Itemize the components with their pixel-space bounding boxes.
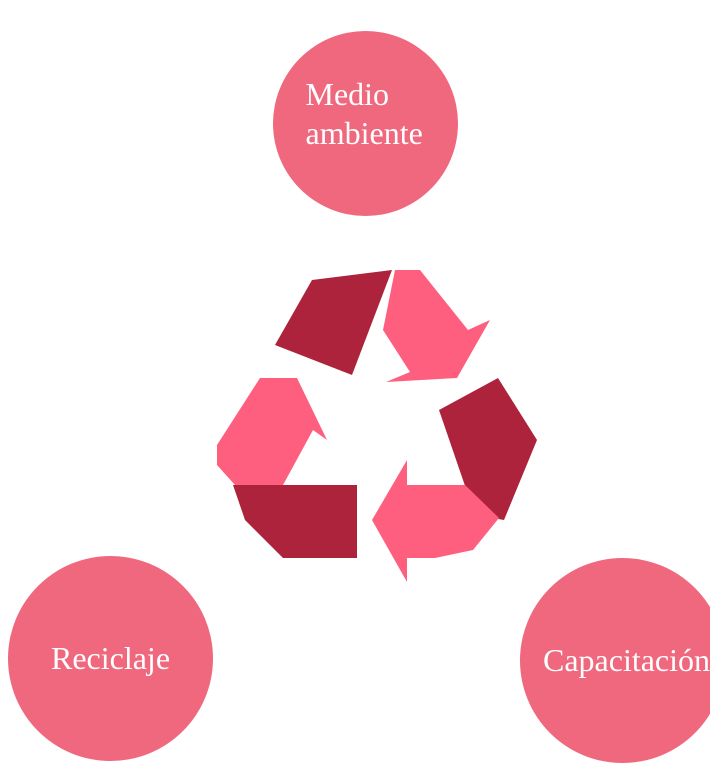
node-capacitacion-label: Capacitación <box>542 642 710 679</box>
recycle-arrow-bottom-dark <box>233 485 357 558</box>
recycle-icon <box>215 270 540 590</box>
recycle-arrow-right-dark <box>439 378 537 520</box>
recycle-arrow-bottom-light <box>372 460 499 582</box>
recycle-arrow-top-light <box>383 270 490 382</box>
node-capacitacion: Capacitación <box>520 558 710 763</box>
recycle-arrow-top-dark <box>275 270 392 375</box>
node-reciclaje: Reciclaje <box>8 556 213 761</box>
node-medio-ambiente-label: Medio ambiente <box>305 76 423 151</box>
recycle-symbol <box>217 270 537 582</box>
recycle-arrow-left-light <box>217 378 327 485</box>
node-reciclaje-label: Reciclaje <box>50 640 171 677</box>
node-medio-ambiente: Medio ambiente <box>273 31 458 216</box>
